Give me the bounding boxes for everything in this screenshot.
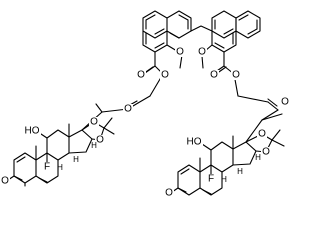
atom-o-methoxy-left: O bbox=[176, 47, 184, 58]
atom-oh-left: HO bbox=[25, 126, 40, 137]
atom-o-ester-link-left: O bbox=[161, 70, 169, 81]
steroid-right bbox=[171, 109, 285, 196]
atom-o-acetal-b-left: O bbox=[96, 135, 104, 146]
atom-o-methoxy-right: O bbox=[198, 47, 206, 58]
atom-o-ketone-right: O bbox=[281, 97, 289, 108]
atom-f-left: F bbox=[44, 162, 50, 173]
atom-o-ketone-left: O bbox=[124, 104, 132, 115]
atom-o-acetal-b-right: O bbox=[262, 147, 270, 158]
atom-h-right-8: H bbox=[221, 175, 227, 184]
methylene-bridge bbox=[190, 25, 213, 32]
atom-f-right: F bbox=[208, 174, 214, 185]
ester-linker-right bbox=[233, 73, 279, 111]
atom-h-left-16: H bbox=[91, 141, 97, 150]
atom-h-right-14: H bbox=[237, 167, 243, 176]
atom-o-ester-link-right: O bbox=[232, 70, 240, 81]
atom-oh-right: HO bbox=[187, 137, 202, 148]
atom-h-right-16: H bbox=[255, 153, 261, 162]
atom-o-acetal-a-right: O bbox=[258, 129, 266, 140]
atom-h-left-8: H bbox=[57, 163, 63, 172]
chemical-structure: O O O O O O O O O O O O HO HO F F O bbox=[0, 10, 290, 199]
atom-o-ester-carbonyl-right: O bbox=[210, 70, 218, 81]
substituted-ring-right bbox=[201, 30, 237, 75]
atom-o-acetal-a-left: O bbox=[90, 117, 98, 128]
atom-h-left-14: H bbox=[73, 155, 79, 164]
atom-o-enone-left: O bbox=[1, 176, 9, 187]
atom-labels: O O O O O O O O O O O O HO HO F F O bbox=[0, 47, 290, 199]
steroid-left bbox=[7, 103, 129, 187]
atom-o-ester-carbonyl-left: O bbox=[137, 70, 145, 81]
atom-o-enone-right: O bbox=[165, 188, 173, 199]
